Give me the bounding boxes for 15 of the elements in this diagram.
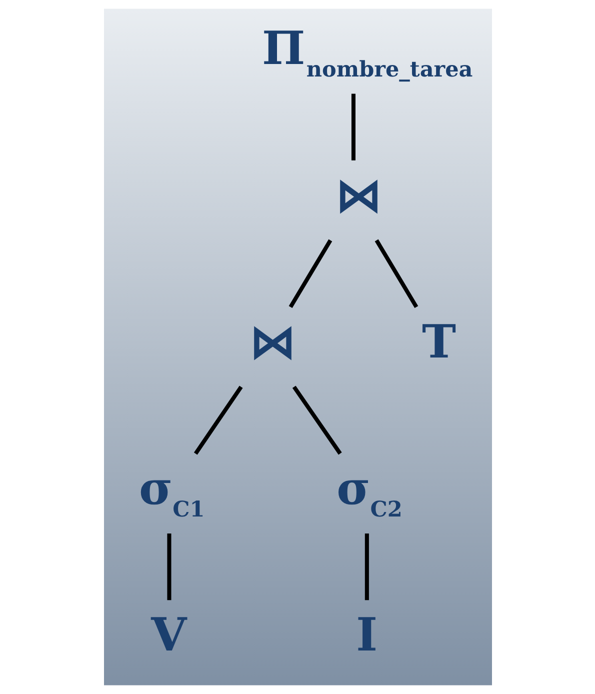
connector (364, 534, 368, 600)
node-text: σ$_{C2}$ (336, 460, 402, 522)
connector (166, 534, 171, 600)
node-text: T (422, 314, 456, 368)
connector (374, 239, 418, 308)
connector (350, 94, 355, 160)
node-text: ⋈ (249, 314, 296, 368)
node-text: V (150, 608, 186, 662)
node-text: I (356, 608, 378, 662)
connector (193, 386, 242, 455)
connector (288, 239, 332, 308)
node-text: ⋈ (335, 168, 382, 222)
node-text: Π$_{nombre_tarea}$ (262, 21, 472, 83)
node-text: σ$_{C1}$ (138, 460, 204, 522)
connector (292, 386, 342, 455)
